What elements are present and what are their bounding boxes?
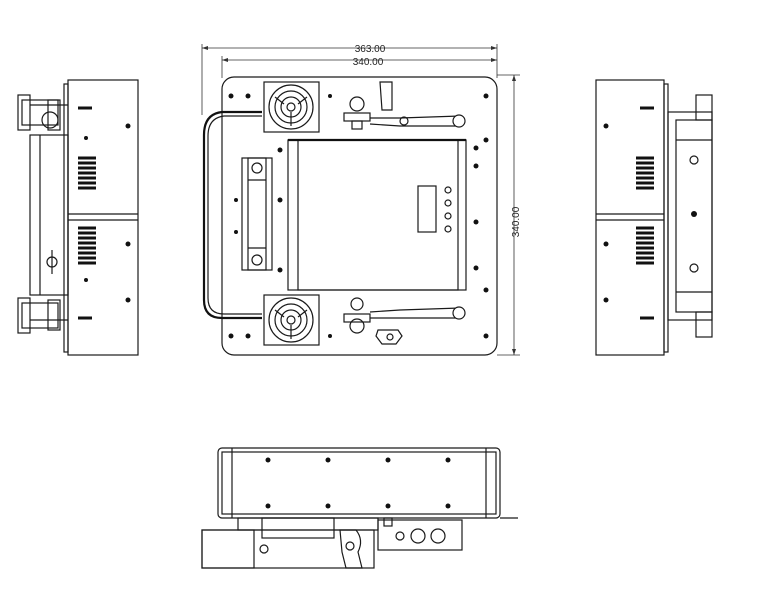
right-side-view (595, 79, 713, 356)
left-side-view (17, 79, 139, 356)
dimension-label-inner-width: 340.00 (353, 57, 384, 68)
right-vent-grille-lower (636, 226, 654, 265)
bottom-view (201, 447, 518, 569)
front-view: 363.00 340.00 340.00 (201, 44, 522, 356)
left-vent-grille-lower (78, 226, 96, 265)
dimension-overall-width: 363.00 (201, 44, 498, 115)
fan-bottom (263, 294, 320, 346)
right-vent-grille-upper (636, 156, 654, 190)
left-vent-grille-upper (78, 156, 96, 190)
dimension-label-overall-width: 363.00 (355, 44, 386, 55)
front-screws (228, 93, 489, 339)
fan-top (263, 81, 320, 133)
dimension-inner-width: 340.00 (221, 56, 497, 78)
dimension-label-height: 340.00 (511, 206, 522, 237)
dimension-height: 340.00 (497, 74, 522, 356)
